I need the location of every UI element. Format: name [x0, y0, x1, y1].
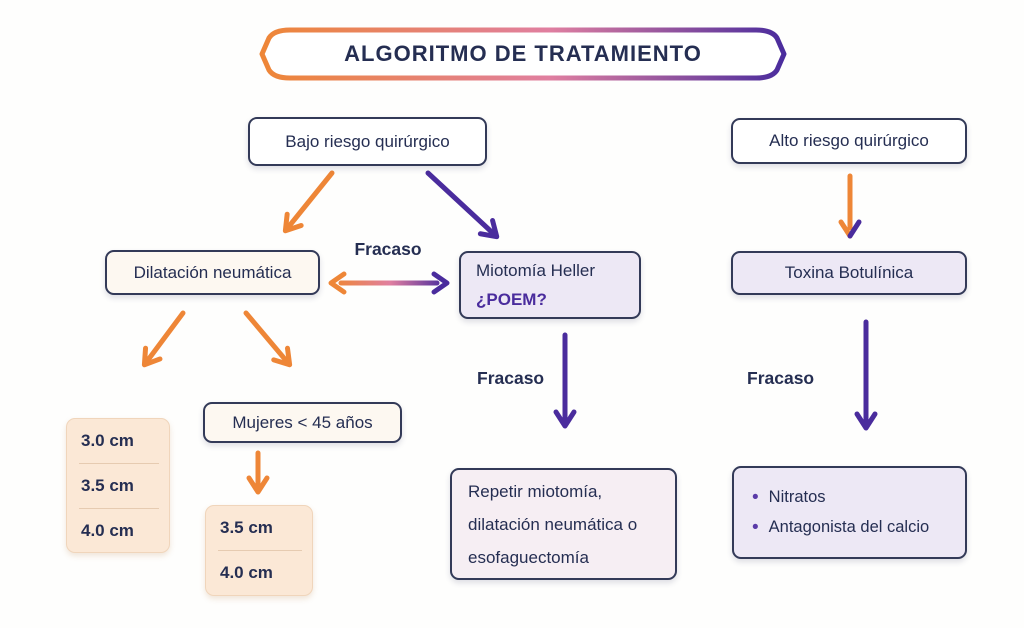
size-item: 3.0 cm	[81, 431, 134, 450]
node-mujeres-45: Mujeres < 45 años	[203, 402, 402, 443]
size-separator	[79, 463, 159, 464]
label-fracaso-between: Fracaso	[354, 239, 422, 259]
node-alto-riesgo: Alto riesgo quirúrgico	[731, 118, 967, 164]
size-item: 3.5 cm	[81, 476, 134, 495]
bullet-dot-icon: •	[752, 487, 759, 508]
node-repetir-line3: esofaguectomía	[468, 547, 589, 567]
node-bajo-riesgo: Bajo riesgo quirúrgico	[248, 117, 487, 166]
page-title: ALGORITMO DE TRATAMIENTO	[344, 41, 702, 66]
node-miotomia-line2: ¿POEM?	[476, 290, 547, 309]
size-item: 4.0 cm	[220, 563, 273, 582]
arrow-bajo-to-miotomia	[425, 170, 500, 240]
arrow-dilatacion-miotomia-bidirectional	[328, 271, 450, 295]
node-toxina-botulinica: Toxina Botulínica	[731, 251, 967, 295]
node-dilatacion-neumatica: Dilatación neumática	[105, 250, 320, 295]
arrow-bajo-to-dilatacion	[282, 170, 335, 234]
label-fracaso-right: Fracaso	[747, 368, 815, 388]
node-mujeres-label: Mujeres < 45 años	[232, 412, 373, 432]
drug-label: Nitratos	[768, 488, 826, 506]
node-dilatacion-label: Dilatación neumática	[133, 262, 292, 282]
arrow-alto-to-toxina	[838, 173, 862, 239]
title-banner-border	[259, 27, 787, 81]
drug-label: Antagonista del calcio	[768, 518, 930, 536]
node-bajo-riesgo-label: Bajo riesgo quirúrgico	[285, 131, 450, 151]
node-alto-riesgo-label: Alto riesgo quirúrgico	[769, 131, 929, 150]
arrow-dilatacion-to-sizes	[141, 310, 186, 368]
node-balloon-sizes-all: 3.0 cm 3.5 cm 4.0 cm	[66, 418, 170, 553]
arrow-dilatacion-to-mujeres	[243, 310, 293, 368]
size-item: 3.5 cm	[220, 518, 273, 537]
drug-item: • Antagonista del calcio	[752, 518, 929, 537]
node-repetir-miotomia: Repetir miotomía, dilatación neumática o…	[450, 468, 677, 580]
drug-item: • Nitratos	[752, 488, 826, 507]
node-balloon-sizes-women: 3.5 cm 4.0 cm	[205, 505, 313, 596]
node-repetir-line2: dilatación neumática o	[468, 514, 638, 534]
node-miotomia-line1: Miotomía Heller	[476, 261, 596, 280]
node-farmacos: • Nitratos • Antagonista del calcio	[732, 466, 967, 559]
size-item: 4.0 cm	[81, 521, 134, 540]
node-repetir-line1: Repetir miotomía,	[468, 481, 603, 501]
size-separator	[218, 550, 302, 551]
label-fracaso-mid: Fracaso	[477, 368, 545, 388]
size-separator	[79, 508, 159, 509]
node-miotomia-heller: Miotomía Heller ¿POEM?	[459, 251, 641, 319]
title-banner: ALGORITMO DE TRATAMIENTO	[256, 26, 790, 82]
node-toxina-label: Toxina Botulínica	[784, 263, 914, 282]
bullet-dot-icon: •	[752, 517, 759, 538]
